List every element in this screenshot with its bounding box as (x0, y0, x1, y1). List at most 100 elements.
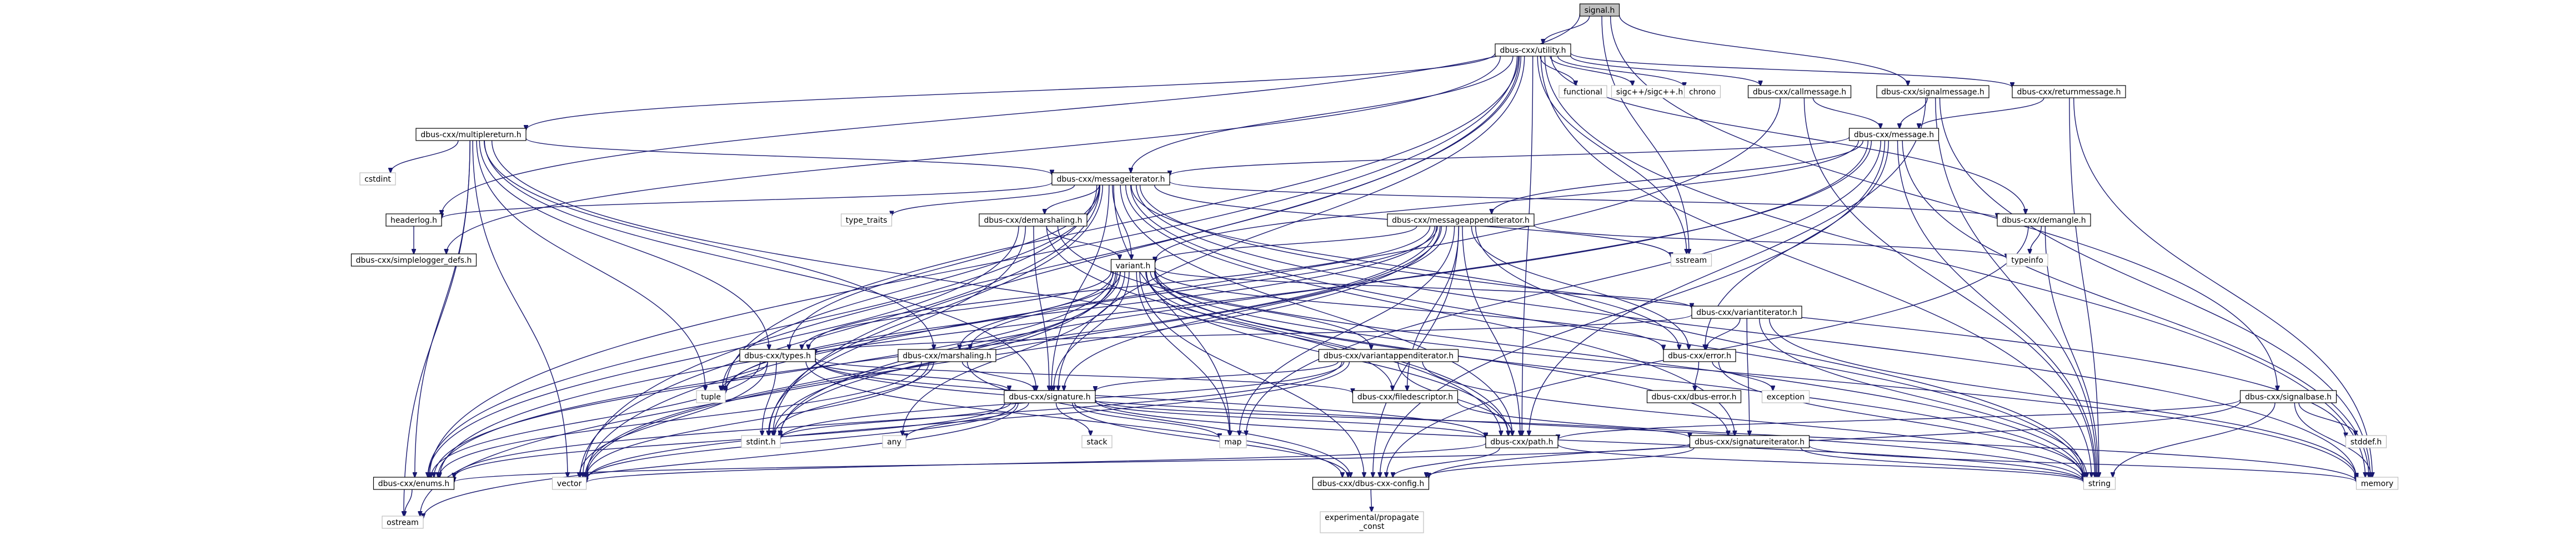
node-label: dbus-cxx/messageappenditerator.h (1392, 216, 1530, 225)
edge-messageiterator-to-types (789, 184, 1100, 349)
node-vector: vector (552, 477, 587, 490)
node-signal[interactable]: signal.h (1579, 3, 1620, 17)
edge-variant-to-enums (434, 271, 1114, 477)
edge-signal-to-utility (1543, 16, 1590, 44)
edge-variantappend-to-enums (454, 361, 1342, 478)
edge-message-to-string (1897, 140, 2096, 477)
edge-variant-to-signature (1054, 271, 1130, 391)
edge-messageappend-to-vector (587, 226, 1441, 478)
edge-variantappend-to-signature (1095, 361, 1339, 391)
node-box (2345, 435, 2387, 448)
node-demarshaling[interactable]: dbus-cxx/demarshaling.h (979, 213, 1087, 227)
node-messageiterator[interactable]: dbus-cxx/messageiterator.h (1051, 172, 1170, 186)
edge-signal-to-headerlog (442, 13, 1581, 215)
edge-marshaling-to-enums (439, 361, 922, 477)
node-box (898, 349, 996, 362)
edge-message-to-enums (440, 140, 1868, 477)
node-label: dbus-cxx/signalbase.h (2245, 393, 2332, 402)
node-variantappend[interactable]: dbus-cxx/variantappenditerator.h (1318, 349, 1459, 362)
node-propagate: experimental/propagate_const (1320, 511, 1424, 533)
edge-callmessage-to-vector (587, 97, 1781, 478)
edge-path-to-string (1557, 444, 2084, 482)
edge-variant-to-variantiterator (1154, 267, 1692, 308)
node-box (1683, 85, 1721, 98)
node-label: headerlog.h (390, 216, 437, 225)
node-utility[interactable]: dbus-cxx/utility.h (1495, 43, 1571, 57)
edge-messageiterator-to-memory (1136, 184, 2357, 478)
edge-signature-to-signatureiterator (1095, 399, 1690, 438)
edge-types-to-vector (579, 361, 768, 477)
node-label: dbus-cxx/callmessage.h (1753, 88, 1846, 97)
edge-variant-to-string (1154, 270, 2084, 480)
node-box (1689, 435, 1810, 448)
edge-messageiterator-to-demarshaling (1045, 184, 1100, 214)
edge-demarshaling-to-signature (1033, 226, 1049, 391)
node-signatureiterator[interactable]: dbus-cxx/signatureiterator.h (1689, 435, 1810, 448)
edge-returnmessage-to-memory (2073, 97, 2373, 477)
node-box (1387, 213, 1535, 227)
node-signalbase[interactable]: dbus-cxx/signalbase.h (2239, 390, 2337, 403)
edge-utility-to-stdint (773, 56, 1521, 436)
node-variant[interactable]: variant.h (1110, 259, 1156, 272)
edge-messageappend-to-map (1239, 226, 1455, 436)
node-functional: functional (1558, 85, 1607, 98)
node-types[interactable]: dbus-cxx/types.h (739, 349, 816, 362)
node-enums[interactable]: dbus-cxx/enums.h (373, 477, 455, 490)
edge-signalbase-to-path (1558, 399, 2241, 439)
node-variantiterator[interactable]: dbus-cxx/variantiterator.h (1691, 306, 1802, 319)
node-string: string (2083, 477, 2116, 490)
edge-signature-to-any (906, 402, 1029, 438)
edge-returnmessage-to-string (2069, 97, 2099, 477)
edge-demangle-to-string (2044, 226, 2098, 477)
edge-multiplereturn-to-enums (415, 140, 470, 477)
node-label: memory (2361, 479, 2394, 488)
node-headerlog[interactable]: headerlog.h (385, 213, 442, 227)
node-callmessage[interactable]: dbus-cxx/callmessage.h (1747, 85, 1852, 98)
edge-variantiterator-to-signatureiterator (1746, 318, 1750, 436)
node-path[interactable]: dbus-cxx/path.h (1485, 435, 1558, 448)
node-box (1670, 253, 1712, 267)
node-config[interactable]: dbus-cxx/dbus-cxx-config.h (1312, 477, 1430, 490)
node-simplelogger[interactable]: dbus-cxx/simplelogger_defs.h (350, 253, 477, 267)
edge-signature-to-vector (587, 402, 1016, 481)
edge-messageappend-to-variant (1155, 226, 1417, 263)
edge-messageiterator-to-headerlog (442, 182, 1053, 218)
node-filedescriptor[interactable]: dbus-cxx/filedescriptor.h (1352, 390, 1459, 403)
node-error[interactable]: dbus-cxx/error.h (1663, 349, 1736, 362)
node-box (2083, 477, 2116, 490)
node-box (2012, 85, 2126, 98)
edge-signalbase-to-memory (2294, 402, 2370, 477)
node-box (415, 128, 527, 141)
node-message[interactable]: dbus-cxx/message.h (1848, 128, 1939, 141)
node-demangle[interactable]: dbus-cxx/demangle.h (1997, 213, 2091, 227)
node-box (1219, 435, 1247, 448)
node-label: dbus-cxx/types.h (744, 352, 811, 361)
node-label: dbus-cxx/path.h (1490, 438, 1553, 447)
node-marshaling[interactable]: dbus-cxx/marshaling.h (898, 349, 996, 362)
node-multiplereturn[interactable]: dbus-cxx/multiplereturn.h (415, 128, 527, 141)
node-box (1312, 477, 1430, 490)
node-signalmessage[interactable]: dbus-cxx/signalmessage.h (1876, 85, 1989, 98)
edge-demarshaling-to-enums (428, 226, 1019, 477)
node-messageappend[interactable]: dbus-cxx/messageappenditerator.h (1387, 213, 1535, 227)
node-label: dbus-cxx/signalmessage.h (1881, 88, 1984, 97)
node-box (1352, 390, 1459, 403)
node-label: signal.h (1585, 6, 1615, 15)
node-label: dbus-cxx/error.h (1668, 352, 1731, 361)
node-returnmessage[interactable]: dbus-cxx/returnmessage.h (2012, 85, 2126, 98)
node-dbuserror[interactable]: dbus-cxx/dbus-error.h (1646, 390, 1742, 403)
edge-error-to-exception (1712, 361, 1773, 391)
node-signature[interactable]: dbus-cxx/signature.h (1004, 390, 1096, 403)
edge-signalmessage-to-message (1900, 97, 1928, 128)
edge-utility-to-path (1522, 56, 1533, 436)
edge-marshaling-to-signature (961, 361, 1035, 391)
edge-messageappend-to-stdint (780, 226, 1442, 436)
edge-demarshaling-to-string (1057, 226, 2084, 479)
edge-messageappend-to-error (1471, 226, 1688, 349)
edge-signature-to-stack (1055, 402, 1091, 436)
edge-signalbase-to-config (1429, 401, 2241, 478)
edge-messageiterator-to-signatureiterator (1125, 184, 1735, 436)
edge-multiplereturn-to-messageiterator (525, 138, 1052, 175)
edge-message-to-config (1380, 140, 1886, 477)
